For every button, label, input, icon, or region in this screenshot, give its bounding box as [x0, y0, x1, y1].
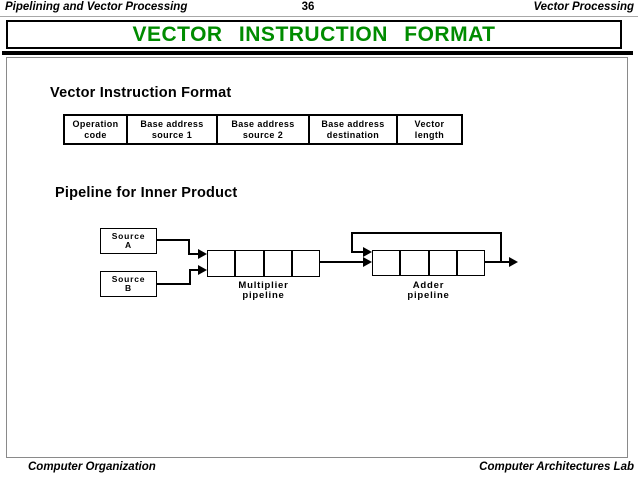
wire-feedback-top — [351, 232, 502, 234]
wire-source-a — [188, 253, 199, 255]
arrowhead-adder-input — [363, 257, 372, 267]
footer-left: Computer Organization — [28, 461, 156, 473]
pipeline-stage-cell — [265, 251, 293, 276]
field-text: length — [414, 129, 445, 140]
field-text: source 1 — [151, 129, 193, 140]
header-divider-rule — [0, 16, 638, 17]
field-text: code — [84, 129, 107, 140]
field-base-address-source-2: Base address source 2 — [218, 116, 310, 143]
arrowhead-output — [509, 257, 518, 267]
wire-source-b — [189, 269, 199, 271]
multiplier-pipeline-box — [207, 250, 320, 277]
wire-source-a — [157, 239, 190, 241]
field-text: destination — [326, 129, 380, 140]
heading-pipeline-for-inner-product: Pipeline for Inner Product — [55, 185, 238, 201]
source-a-label: Source — [111, 230, 146, 241]
field-text: Base address — [321, 119, 385, 129]
wire-feedback-into-adder — [351, 251, 364, 253]
label-text: Multiplier — [238, 280, 289, 291]
pipeline-stage-cell — [373, 251, 402, 275]
source-b-box: Source B — [100, 271, 157, 297]
field-text: Operation — [72, 119, 119, 129]
pipeline-stage-cell — [208, 251, 237, 276]
wire-feedback-right — [500, 232, 502, 263]
field-base-address-destination: Base address destination — [310, 116, 398, 143]
label-text: pipeline — [242, 290, 285, 301]
pipeline-stage-cell — [430, 251, 458, 275]
wire-source-a — [188, 239, 190, 255]
arrowhead-source-a-input — [198, 249, 207, 259]
field-text: Base address — [140, 119, 204, 129]
adder-pipeline-box — [372, 250, 485, 276]
label-text: pipeline — [407, 290, 450, 301]
field-text: source 2 — [242, 129, 284, 140]
field-operation-code: Operation code — [65, 116, 128, 143]
title-underline-rule — [2, 51, 633, 55]
wire-source-b — [157, 283, 191, 285]
source-b-label: B — [125, 283, 132, 293]
slide-title: VECTOR INSTRUCTION FORMAT — [132, 23, 496, 46]
header-section-title: Vector Processing — [533, 1, 634, 13]
title-bar: VECTOR INSTRUCTION FORMAT — [6, 20, 622, 49]
field-base-address-source-1: Base address source 1 — [128, 116, 218, 143]
pipeline-stage-cell — [401, 251, 430, 275]
footer-right: Computer Architectures Lab — [479, 461, 634, 473]
field-text: Vector — [414, 119, 445, 129]
field-vector-length: Vector length — [398, 116, 461, 143]
pipeline-stage-cell — [293, 251, 319, 276]
wire-adder-output — [485, 261, 509, 263]
multiplier-pipeline-label: Multiplier pipeline — [207, 281, 320, 301]
arrowhead-feedback-input — [363, 247, 372, 257]
label-text: Adder — [412, 280, 445, 291]
wire-source-b — [189, 269, 191, 285]
header-page-number: 36 — [301, 1, 315, 13]
arrowhead-source-b-input — [198, 265, 207, 275]
source-b-label: Source — [111, 273, 146, 284]
header-course-title: Pipelining and Vector Processing — [5, 1, 188, 13]
source-a-label: A — [125, 240, 132, 250]
field-text: Base address — [231, 119, 295, 129]
adder-pipeline-label: Adder pipeline — [372, 281, 485, 301]
heading-vector-instruction-format: Vector Instruction Format — [50, 85, 232, 101]
instruction-format-table: Operation code Base address source 1 Bas… — [63, 114, 463, 145]
wire-feedback-left — [351, 232, 353, 253]
source-a-box: Source A — [100, 228, 157, 254]
pipeline-stage-cell — [236, 251, 265, 276]
pipeline-stage-cell — [458, 251, 484, 275]
wire-multiplier-to-adder — [320, 261, 364, 263]
